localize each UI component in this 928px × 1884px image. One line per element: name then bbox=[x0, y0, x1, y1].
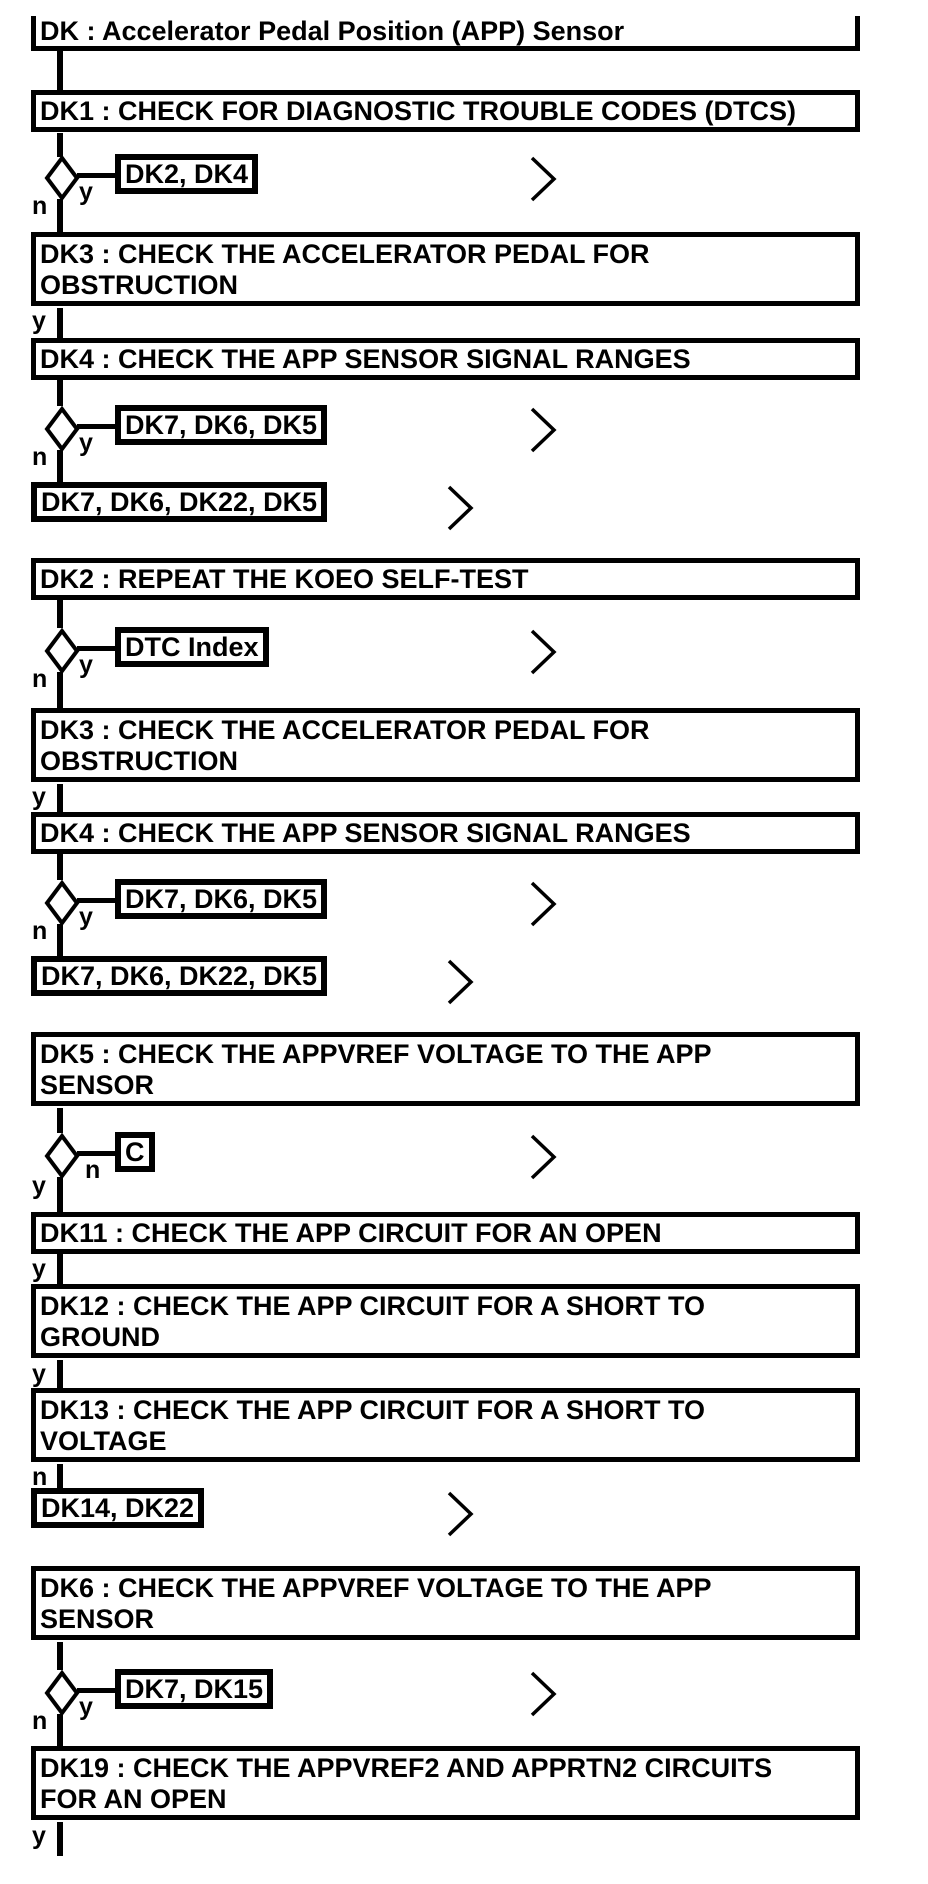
ref-box-dk7-dk6-dk22-dk5[interactable]: DK7, DK6, DK22, DK5 bbox=[31, 956, 328, 996]
branch-label-no: n bbox=[32, 1463, 48, 1491]
connector-line bbox=[57, 1642, 63, 1670]
connector-line bbox=[57, 1108, 63, 1133]
ref-box-dk7-dk6-dk5[interactable]: DK7, DK6, DK5 bbox=[115, 879, 328, 919]
step-box-dk3: DK3 : CHECK THE ACCELERATOR PEDAL FOR OB… bbox=[31, 232, 860, 306]
branch-label-yes: y bbox=[32, 783, 46, 811]
branch-label-no: n bbox=[32, 665, 48, 693]
decision-diamond bbox=[44, 1133, 80, 1179]
connector-line bbox=[77, 424, 115, 429]
decision-diamond bbox=[44, 880, 80, 926]
connector-line bbox=[57, 854, 63, 880]
ref-box-dtc-index[interactable]: DTC Index bbox=[115, 627, 269, 667]
connector-line bbox=[57, 924, 63, 956]
branch-label-yes: y bbox=[32, 1172, 46, 1200]
connector-line bbox=[77, 898, 115, 903]
step-box-dk2: DK2 : REPEAT THE KOEO SELF-TEST bbox=[31, 558, 860, 600]
connector-line bbox=[57, 784, 63, 812]
connector-line bbox=[77, 646, 115, 651]
branch-label-yes: y bbox=[79, 651, 93, 679]
branch-label-yes: y bbox=[32, 1255, 46, 1283]
ref-box-dk7-dk6-dk22-dk5[interactable]: DK7, DK6, DK22, DK5 bbox=[31, 482, 328, 522]
branch-label-yes: y bbox=[79, 903, 93, 931]
connector-line bbox=[77, 173, 115, 178]
continue-chevron-icon[interactable] bbox=[528, 880, 558, 928]
connector-line bbox=[57, 308, 63, 338]
connector-line bbox=[77, 1151, 115, 1156]
continue-chevron-icon[interactable] bbox=[528, 628, 558, 676]
connector-line bbox=[57, 1822, 63, 1856]
step-box-dk6: DK6 : CHECK THE APPVREF VOLTAGE TO THE A… bbox=[31, 1566, 860, 1640]
connector-line bbox=[57, 1254, 63, 1284]
decision-diamond bbox=[44, 406, 80, 452]
ref-box-dk7-dk6-dk5[interactable]: DK7, DK6, DK5 bbox=[115, 405, 328, 445]
branch-label-yes: y bbox=[79, 429, 93, 457]
connector-line bbox=[57, 672, 63, 708]
branch-label-yes: y bbox=[79, 1693, 93, 1721]
branch-label-no: n bbox=[32, 192, 48, 220]
branch-label-no: n bbox=[32, 917, 48, 945]
ref-box-dk2-dk4[interactable]: DK2, DK4 bbox=[115, 154, 259, 194]
branch-label-yes: y bbox=[32, 307, 46, 335]
connector-line bbox=[57, 51, 63, 90]
step-box-dk13: DK13 : CHECK THE APP CIRCUIT FOR A SHORT… bbox=[31, 1388, 860, 1462]
step-box-dk4: DK4 : CHECK THE APP SENSOR SIGNAL RANGES bbox=[31, 812, 860, 854]
connector-line bbox=[57, 380, 63, 406]
step-box-dk4: DK4 : CHECK THE APP SENSOR SIGNAL RANGES bbox=[31, 338, 860, 380]
branch-label-no: n bbox=[85, 1156, 101, 1184]
branch-label-yes: y bbox=[32, 1822, 46, 1850]
connector-line bbox=[57, 1177, 63, 1212]
decision-diamond bbox=[44, 155, 80, 201]
branch-label-yes: y bbox=[32, 1360, 46, 1388]
step-box-dk5: DK5 : CHECK THE APPVREF VOLTAGE TO THE A… bbox=[31, 1032, 860, 1106]
connector-line bbox=[57, 1360, 63, 1388]
continue-chevron-icon[interactable] bbox=[528, 1670, 558, 1718]
connector-line bbox=[57, 450, 63, 482]
branch-label-no: n bbox=[32, 1707, 48, 1735]
decision-diamond bbox=[44, 1670, 80, 1716]
flowchart-title-box: DK : Accelerator Pedal Position (APP) Se… bbox=[31, 16, 860, 51]
connector-line bbox=[57, 1714, 63, 1746]
connector-line bbox=[57, 1464, 63, 1488]
continue-chevron-icon[interactable] bbox=[528, 1133, 558, 1181]
step-box-dk12: DK12 : CHECK THE APP CIRCUIT FOR A SHORT… bbox=[31, 1284, 860, 1358]
continue-chevron-icon[interactable] bbox=[445, 958, 475, 1006]
connector-line bbox=[57, 133, 63, 157]
decision-diamond bbox=[44, 628, 80, 674]
continue-chevron-icon[interactable] bbox=[445, 484, 475, 532]
step-box-dk19: DK19 : CHECK THE APPVREF2 AND APPRTN2 CI… bbox=[31, 1746, 860, 1820]
connector-line bbox=[77, 1688, 115, 1693]
continue-chevron-icon[interactable] bbox=[528, 155, 558, 203]
ref-box-dk14-dk22[interactable]: DK14, DK22 bbox=[31, 1488, 205, 1528]
connector-line bbox=[57, 600, 63, 628]
step-box-dk3: DK3 : CHECK THE ACCELERATOR PEDAL FOR OB… bbox=[31, 708, 860, 782]
step-box-dk1: DK1 : CHECK FOR DIAGNOSTIC TROUBLE CODES… bbox=[31, 90, 860, 132]
ref-box-dk7-dk15[interactable]: DK7, DK15 bbox=[115, 1669, 274, 1709]
branch-label-yes: y bbox=[79, 178, 93, 206]
continue-chevron-icon[interactable] bbox=[528, 406, 558, 454]
connector-line bbox=[57, 199, 63, 232]
step-box-dk11: DK11 : CHECK THE APP CIRCUIT FOR AN OPEN bbox=[31, 1212, 860, 1254]
continue-chevron-icon[interactable] bbox=[445, 1490, 475, 1538]
branch-label-no: n bbox=[32, 443, 48, 471]
ref-box-c[interactable]: C bbox=[115, 1132, 155, 1172]
